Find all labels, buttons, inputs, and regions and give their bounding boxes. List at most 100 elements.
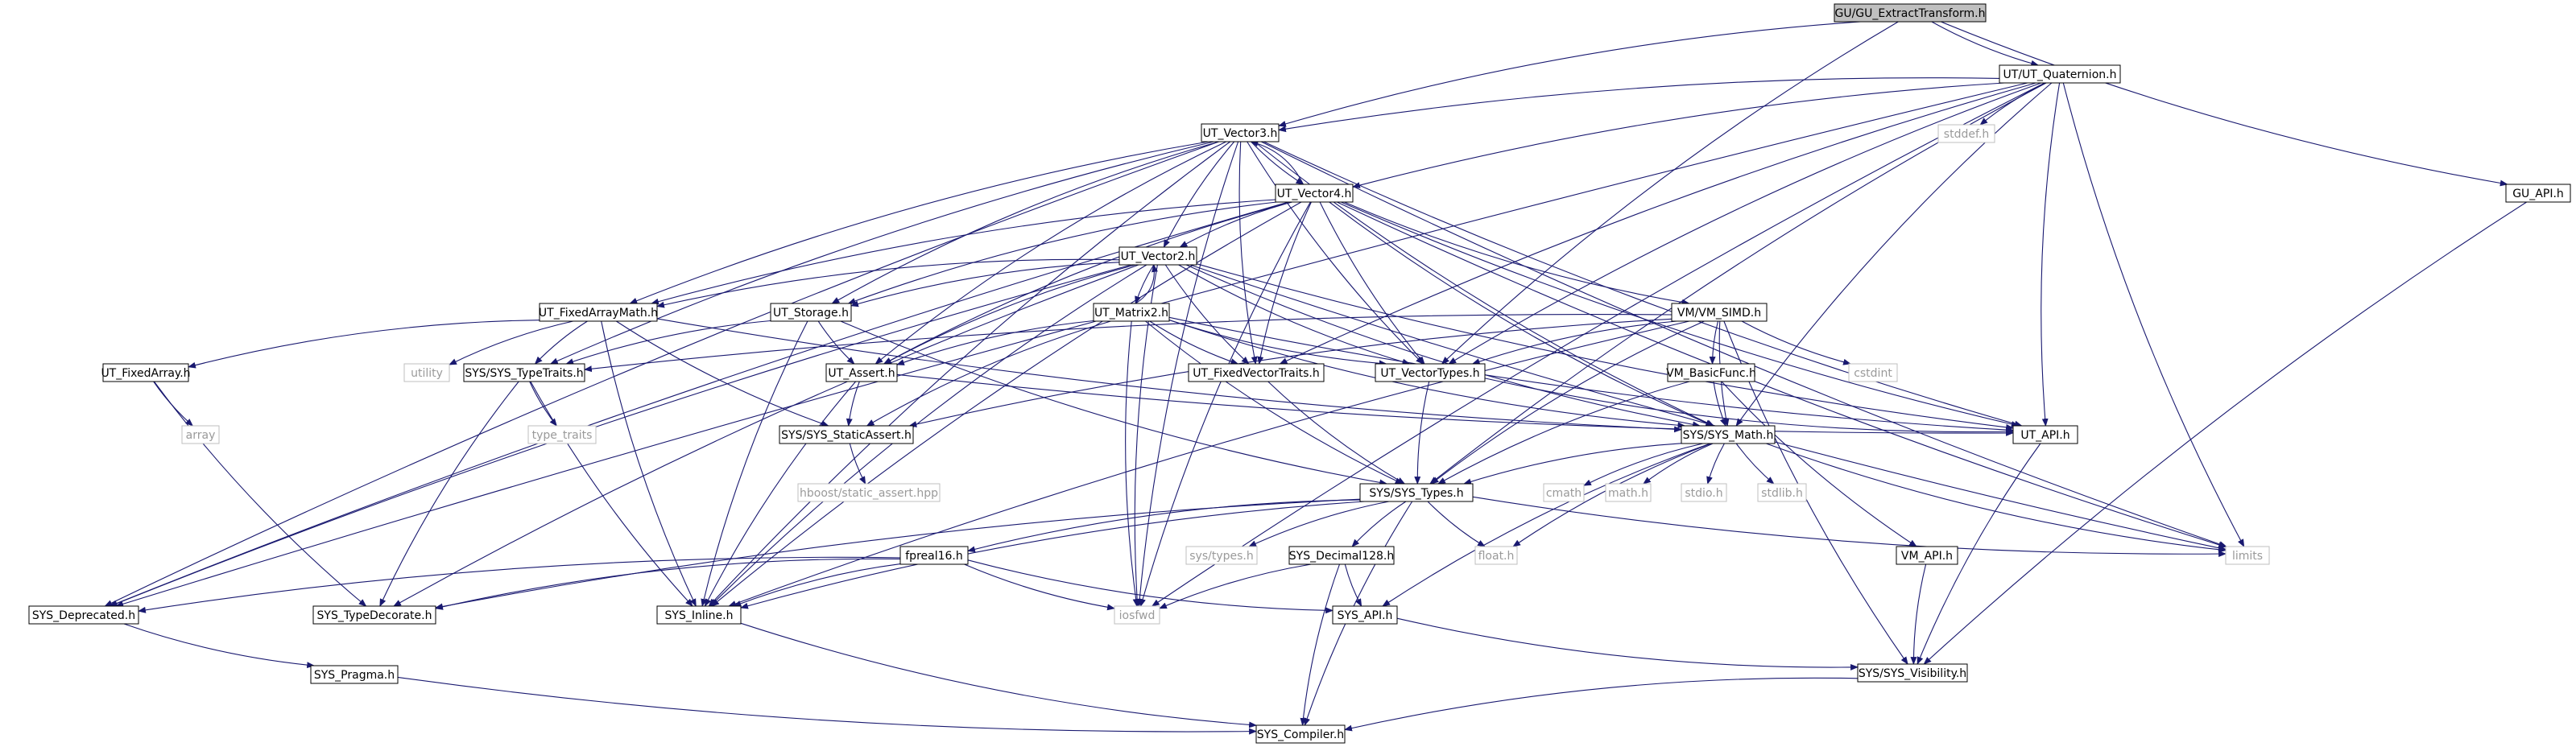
edge-simd-to-inline <box>728 320 1690 607</box>
edge-v4-to-stor <box>847 201 1277 304</box>
edge-v4-to-limits <box>1337 201 2227 548</box>
node-box-stdio <box>1681 483 1727 502</box>
node-box-array <box>181 425 220 444</box>
node-sa[interactable]: SYS/SYS_StaticAssert.h <box>779 425 914 444</box>
edge-mat2-to-sa <box>866 320 1111 427</box>
node-label-systypes: sys/types.h <box>1189 550 1253 563</box>
node-v3[interactable]: UT_Vector3.h <box>1201 123 1280 142</box>
node-utapi[interactable]: UT_API.h <box>2012 425 2078 444</box>
edge-guapi-to-vis <box>1923 201 2527 665</box>
edge-v2-to-stor <box>850 262 1120 307</box>
node-bf[interactable]: VM_BasicFunc.h <box>1666 363 1756 382</box>
edge-v2-to-fvt <box>1164 264 1250 365</box>
edge-v3-to-v2 <box>1163 141 1235 248</box>
edge-dec-to-iosfwd <box>1159 563 1312 609</box>
node-cmath: cmath <box>1543 483 1585 502</box>
node-fvt[interactable]: UT_FixedVectorTraits.h <box>1188 363 1325 382</box>
node-label-assert: UT_Assert.h <box>828 367 895 380</box>
node-stor[interactable]: UT_Storage.h <box>770 303 852 322</box>
node-pragma[interactable]: SYS_Pragma.h <box>310 665 399 684</box>
node-simd[interactable]: VM/VM_SIMD.h <box>1671 303 1768 322</box>
edge-dep-to-pragma <box>123 623 316 669</box>
edge-v4-to-simd <box>1344 201 1690 306</box>
node-td[interactable]: SYS_TypeDecorate.h <box>312 605 436 625</box>
node-box-stor <box>770 303 852 322</box>
edge-math-to-stdio <box>1706 443 1725 485</box>
edge-vmapi-to-vis <box>1910 563 1927 665</box>
node-box-hboost <box>797 483 941 502</box>
node-assert[interactable]: UT_Assert.h <box>825 363 898 382</box>
node-label-vis: SYS/SYS_Visibility.h <box>1859 667 1966 680</box>
edge-tt-to-td <box>379 381 519 607</box>
node-box-pragma <box>310 665 399 684</box>
edge-inline-to-compiler <box>740 622 1257 728</box>
node-types[interactable]: SYS/SYS_Types.h <box>1359 483 1474 502</box>
node-fa[interactable]: UT_FixedArray.h <box>101 363 191 382</box>
node-v2[interactable]: UT_Vector2.h <box>1118 246 1197 266</box>
node-box-fvt <box>1188 363 1325 382</box>
node-box-systypes <box>1185 546 1258 565</box>
node-box-utapi <box>2012 425 2078 444</box>
node-dep[interactable]: SYS_Deprecated.h <box>28 605 139 625</box>
nodes: GU/GU_ExtractTransform.hUT/UT_Quaternion… <box>28 3 2571 744</box>
node-guapi[interactable]: GU_API.h <box>2505 184 2571 203</box>
edge-v2-to-dep <box>109 264 1132 607</box>
edge-quat-to-utapi <box>2041 82 2061 427</box>
node-quat[interactable]: UT/UT_Quaternion.h <box>1999 64 2121 84</box>
node-vis[interactable]: SYS/SYS_Visibility.h <box>1857 663 1968 683</box>
edge-utapi-to-vis <box>1916 443 2041 665</box>
node-systypes: sys/types.h <box>1185 546 1258 565</box>
node-sysapi[interactable]: SYS_API.h <box>1332 605 1398 625</box>
node-mat2[interactable]: UT_Matrix2.h <box>1093 303 1170 322</box>
node-label-dec: SYS_Decimal128.h <box>1289 550 1394 563</box>
node-label-limits: limits <box>2232 550 2263 563</box>
edge-fp16-to-dep <box>138 556 901 613</box>
node-v4[interactable]: UT_Vector4.h <box>1275 184 1354 203</box>
node-fp16[interactable]: fpreal16.h <box>899 546 969 565</box>
node-label-fam: UT_FixedArrayMath.h <box>539 307 658 320</box>
node-vmapi[interactable]: VM_API.h <box>1896 546 1958 565</box>
node-hboost: hboost/static_assert.hpp <box>797 483 941 502</box>
node-math[interactable]: SYS/SYS_Math.h <box>1681 425 1776 444</box>
node-box-float <box>1474 546 1518 565</box>
node-fam[interactable]: UT_FixedArrayMath.h <box>539 303 658 322</box>
edge-fp16-to-sysapi <box>967 559 1333 614</box>
edge-types-to-inline <box>740 501 1365 609</box>
edge-bf-to-vmapi <box>1721 381 1917 547</box>
node-box-v4 <box>1275 184 1354 203</box>
edge-dec-to-sysapi <box>1344 563 1362 607</box>
node-vt[interactable]: UT_VectorTypes.h <box>1375 363 1486 382</box>
edge-fam-to-math <box>656 318 1682 433</box>
node-type_traits: type_traits <box>527 425 597 444</box>
edge-v3-to-iosfwd <box>1136 141 1239 607</box>
edge-fp16-to-iosfwd <box>964 563 1115 611</box>
node-box-inline <box>656 605 742 625</box>
node-label-stor: UT_Storage.h <box>773 307 849 320</box>
node-tt[interactable]: SYS/SYS_TypeTraits.h <box>463 363 585 382</box>
edge-fvt-to-types <box>1267 381 1406 485</box>
edge-quat-to-vt <box>1448 82 2041 365</box>
node-box-td <box>312 605 436 625</box>
node-dec[interactable]: SYS_Decimal128.h <box>1288 546 1395 565</box>
edge-math-to-stdlib <box>1735 443 1775 485</box>
edge-mat2-to-iosfwd <box>1125 320 1139 607</box>
edge-types-to-fp16 <box>967 499 1361 553</box>
edge-quat-to-iosfwd <box>1151 82 2045 607</box>
edge-types-to-dec <box>1351 501 1407 547</box>
node-box-vmapi <box>1896 546 1958 565</box>
edge-bf-to-types <box>1437 381 1690 485</box>
edge-v3-to-assert <box>875 141 1226 365</box>
node-stdio: stdio.h <box>1681 483 1727 502</box>
node-label-cstdint: cstdint <box>1854 367 1892 380</box>
edge-v3-to-fam <box>629 141 1209 304</box>
edge-simd-to-sa <box>908 318 1673 427</box>
node-box-guapi <box>2505 184 2571 203</box>
node-inline[interactable]: SYS_Inline.h <box>656 605 742 625</box>
node-compiler[interactable]: SYS_Compiler.h <box>1255 724 1346 744</box>
node-label-array: array <box>186 429 216 442</box>
edge-quat-to-limits <box>2062 82 2245 547</box>
edge-v4-to-assert <box>883 201 1292 365</box>
node-root[interactable]: GU/GU_ExtractTransform.h <box>1834 3 1987 23</box>
node-label-fvt: UT_FixedVectorTraits.h <box>1193 367 1320 380</box>
